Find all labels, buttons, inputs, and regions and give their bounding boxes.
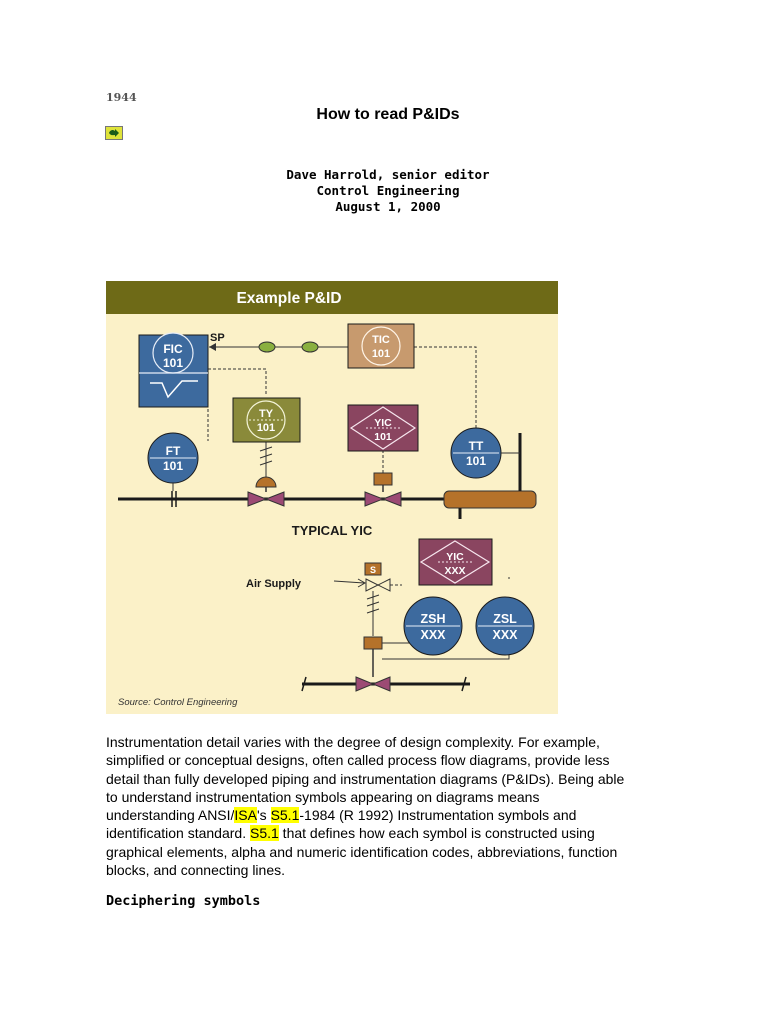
positioner-box — [373, 472, 393, 486]
body-line: identification standard. S5.1 that defin… — [106, 824, 671, 842]
zsh-num: XXX — [420, 628, 446, 642]
control-valve-lower — [355, 676, 391, 692]
arrow-icon-glyph — [109, 129, 119, 137]
ty-num: 101 — [257, 422, 275, 434]
signal-fic-ty — [208, 368, 267, 396]
body-paragraph: Instrumentation detail varies with the d… — [106, 733, 671, 879]
link-bubble — [258, 341, 276, 353]
control-valve-2 — [364, 491, 402, 507]
zsl-xxx-instrument: ZSL XXX — [475, 596, 535, 656]
zsl-tag: ZSL — [493, 612, 517, 626]
yic-top-tag: YIC — [374, 417, 392, 429]
positioner-box-lower — [363, 636, 383, 650]
tic-num: 101 — [372, 348, 390, 360]
vessel — [443, 490, 537, 509]
body-line: simplified or conceptual designs, often … — [106, 751, 671, 769]
highlighted-term: S5.1 — [249, 825, 279, 842]
tt-num: 101 — [466, 454, 486, 468]
link-bubble — [301, 341, 319, 353]
yic-xxx-instrument: YIC XXX — [418, 538, 493, 586]
zsh-xxx-instrument: ZSH XXX — [403, 596, 463, 656]
signal-tt-tic — [414, 346, 477, 441]
highlighted-term: S5.1 — [270, 807, 300, 824]
valve-actuator — [255, 476, 277, 488]
ft-num: 101 — [163, 459, 183, 473]
example-pid-figure: Example P&ID SP FIC — [106, 281, 558, 714]
yic-top-num: 101 — [374, 431, 392, 443]
text-run: 's — [257, 807, 271, 824]
yic-101-instrument: YIC 101 — [347, 404, 419, 452]
text-run: Instrumentation detail varies with the d… — [106, 734, 600, 750]
figure-source: Source: Control Engineering — [118, 697, 238, 708]
yic-bottom-tag: YIC — [446, 551, 464, 563]
body-line: understanding ANSI/ISA's S5.1-1984 (R 19… — [106, 806, 671, 824]
pneumatic-hatch — [259, 446, 273, 466]
publish-date: August 1, 2000 — [335, 199, 441, 214]
solenoid-box — [364, 562, 382, 576]
diagram-title: Example P&ID — [236, 290, 341, 307]
fic-tag: FIC — [163, 342, 183, 356]
tic-tag: TIC — [372, 334, 390, 346]
line-break — [301, 676, 307, 692]
body-line: Instrumentation detail varies with the d… — [106, 733, 671, 751]
tt-tag: TT — [469, 439, 484, 453]
byline: Dave Harrold, senior editor Control Engi… — [0, 167, 768, 215]
body-line: detail than fully developed piping and i… — [106, 770, 671, 788]
text-run: simplified or conceptual designs, often … — [106, 752, 610, 769]
pneumatic-hatch-lower — [366, 594, 380, 614]
highlighted-term: ISA — [234, 807, 257, 824]
solenoid-label: S — [370, 565, 376, 575]
text-run: blocks, and connecting lines. — [106, 862, 285, 879]
air-supply-line — [333, 580, 365, 584]
text-run: identification standard. — [106, 825, 250, 842]
body-line: blocks, and connecting lines. — [106, 861, 671, 879]
air-supply-arrow — [357, 578, 367, 588]
zsh-tag: ZSH — [421, 612, 446, 626]
publication: Control Engineering — [316, 183, 460, 198]
diagram-title-bar — [106, 281, 558, 314]
yic-bottom-num: XXX — [444, 565, 465, 577]
text-run: -1984 (R 1992) Instrumentation symbols a… — [299, 807, 577, 824]
ty-101-instrument: TY 101 — [232, 397, 301, 443]
sp-arrow — [209, 343, 216, 351]
pid-diagram: Example P&ID SP FIC — [106, 281, 558, 714]
text-run: to understand instrumentation symbols ap… — [106, 788, 540, 805]
typical-yic-label: TYPICAL YIC — [292, 523, 373, 538]
zsl-num: XXX — [492, 628, 518, 642]
ft-101-instrument: FT 101 — [147, 432, 199, 484]
body-line: to understand instrumentation symbols ap… — [106, 788, 671, 806]
text-run: that defines how each symbol is construc… — [278, 825, 595, 842]
fic-101-instrument: FIC 101 — [138, 332, 209, 408]
text-run: understanding ANSI/ — [106, 807, 235, 824]
document-arrow-icon[interactable] — [105, 126, 123, 140]
ft-tag: FT — [166, 444, 181, 458]
section-heading: Deciphering symbols — [106, 893, 261, 909]
tic-101-instrument: TIC 101 — [347, 323, 415, 369]
page-number: 1944 — [106, 91, 137, 104]
air-supply-label: Air Supply — [246, 578, 302, 590]
text-run: detail than fully developed piping and i… — [106, 770, 625, 787]
tt-101-instrument: TT 101 — [450, 427, 502, 479]
ty-tag: TY — [259, 408, 274, 420]
fic-num: 101 — [163, 356, 183, 370]
text-run: graphical elements, alpha and numeric id… — [106, 843, 618, 860]
body-line: graphical elements, alpha and numeric id… — [106, 843, 671, 861]
control-valve-1 — [247, 491, 285, 507]
line-break — [461, 676, 467, 692]
author: Dave Harrold, senior editor — [286, 167, 490, 182]
article-title: How to read P&IDs — [316, 106, 460, 123]
sp-label: SP — [210, 332, 225, 344]
